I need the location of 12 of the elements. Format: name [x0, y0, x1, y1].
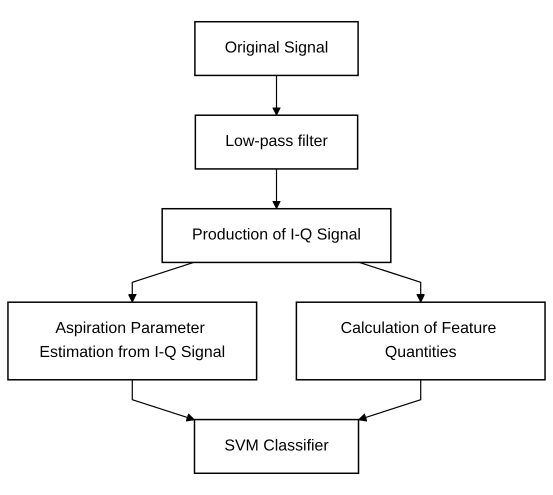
arrow: [132, 380, 195, 422]
node-box: Calculation of Feature Quantities: [296, 301, 546, 381]
arrow: [358, 380, 422, 422]
arrow: [272, 168, 281, 210]
node-box: Production of I-Q Signal: [161, 208, 392, 264]
node-box: Low-pass filter: [194, 114, 358, 170]
node-box: Original Signal: [194, 20, 359, 76]
arrow: [272, 75, 281, 116]
arrow: [128, 262, 194, 303]
arrow: [359, 262, 426, 303]
node-box: Aspiration Parameter Estimation from I-Q Signal: [7, 301, 258, 381]
node-box: SVM Classifier: [194, 418, 360, 474]
